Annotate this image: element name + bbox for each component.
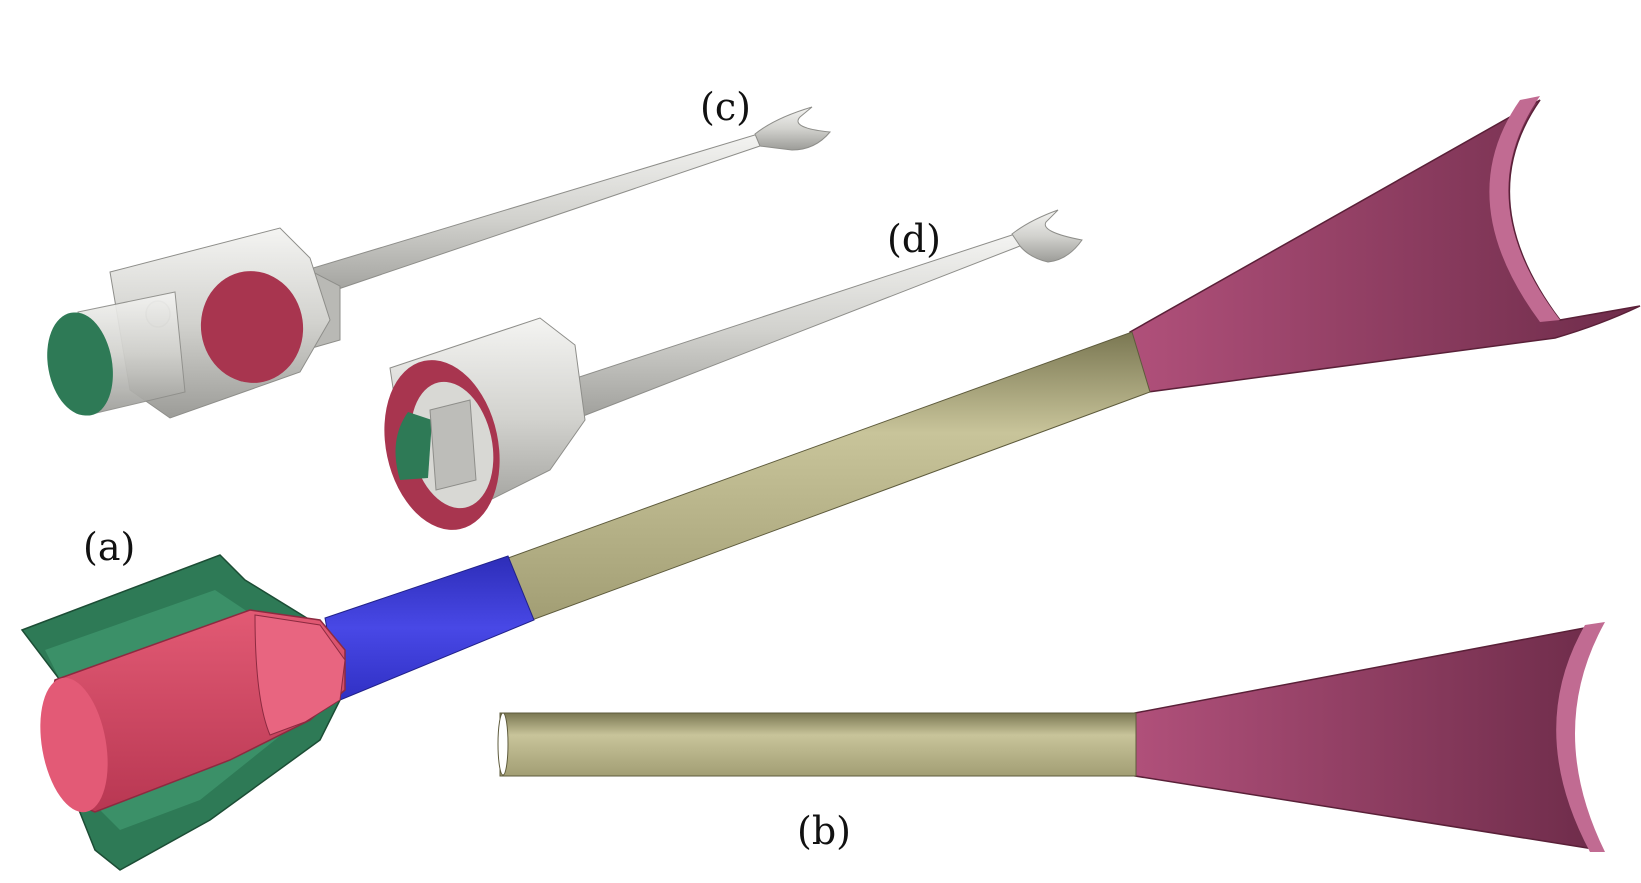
part-a-funnel-rim xyxy=(1489,96,1560,322)
part-c-stem xyxy=(299,133,761,303)
part-a-funnel xyxy=(1129,99,1641,393)
part-a-assembly xyxy=(20,96,1641,871)
part-d-green-sector xyxy=(395,412,432,480)
part-b-tube xyxy=(499,712,1137,777)
part-c-green-face-front xyxy=(51,312,113,416)
part-b-funnel-rim xyxy=(1556,622,1605,852)
panel-label-c: (c) xyxy=(700,85,751,129)
part-b-assembly xyxy=(497,622,1605,852)
part-b-tube-end xyxy=(497,712,509,776)
part-a-red-step xyxy=(254,614,346,736)
part-d-injector xyxy=(384,209,1083,530)
part-c-injector xyxy=(47,106,831,419)
part-d-tip xyxy=(1011,209,1083,263)
panel-label-d: (d) xyxy=(887,217,941,261)
part-d-inner-step xyxy=(429,399,477,491)
part-a-red-end xyxy=(40,677,108,813)
part-b-funnel xyxy=(1134,623,1602,851)
panel-label-b: (b) xyxy=(797,809,851,853)
part-c-red-disc xyxy=(200,271,304,383)
part-c-tip xyxy=(754,106,831,151)
panel-label-a: (a) xyxy=(83,525,136,569)
part-a-taper xyxy=(324,555,535,701)
part-d-stem xyxy=(554,233,1021,426)
